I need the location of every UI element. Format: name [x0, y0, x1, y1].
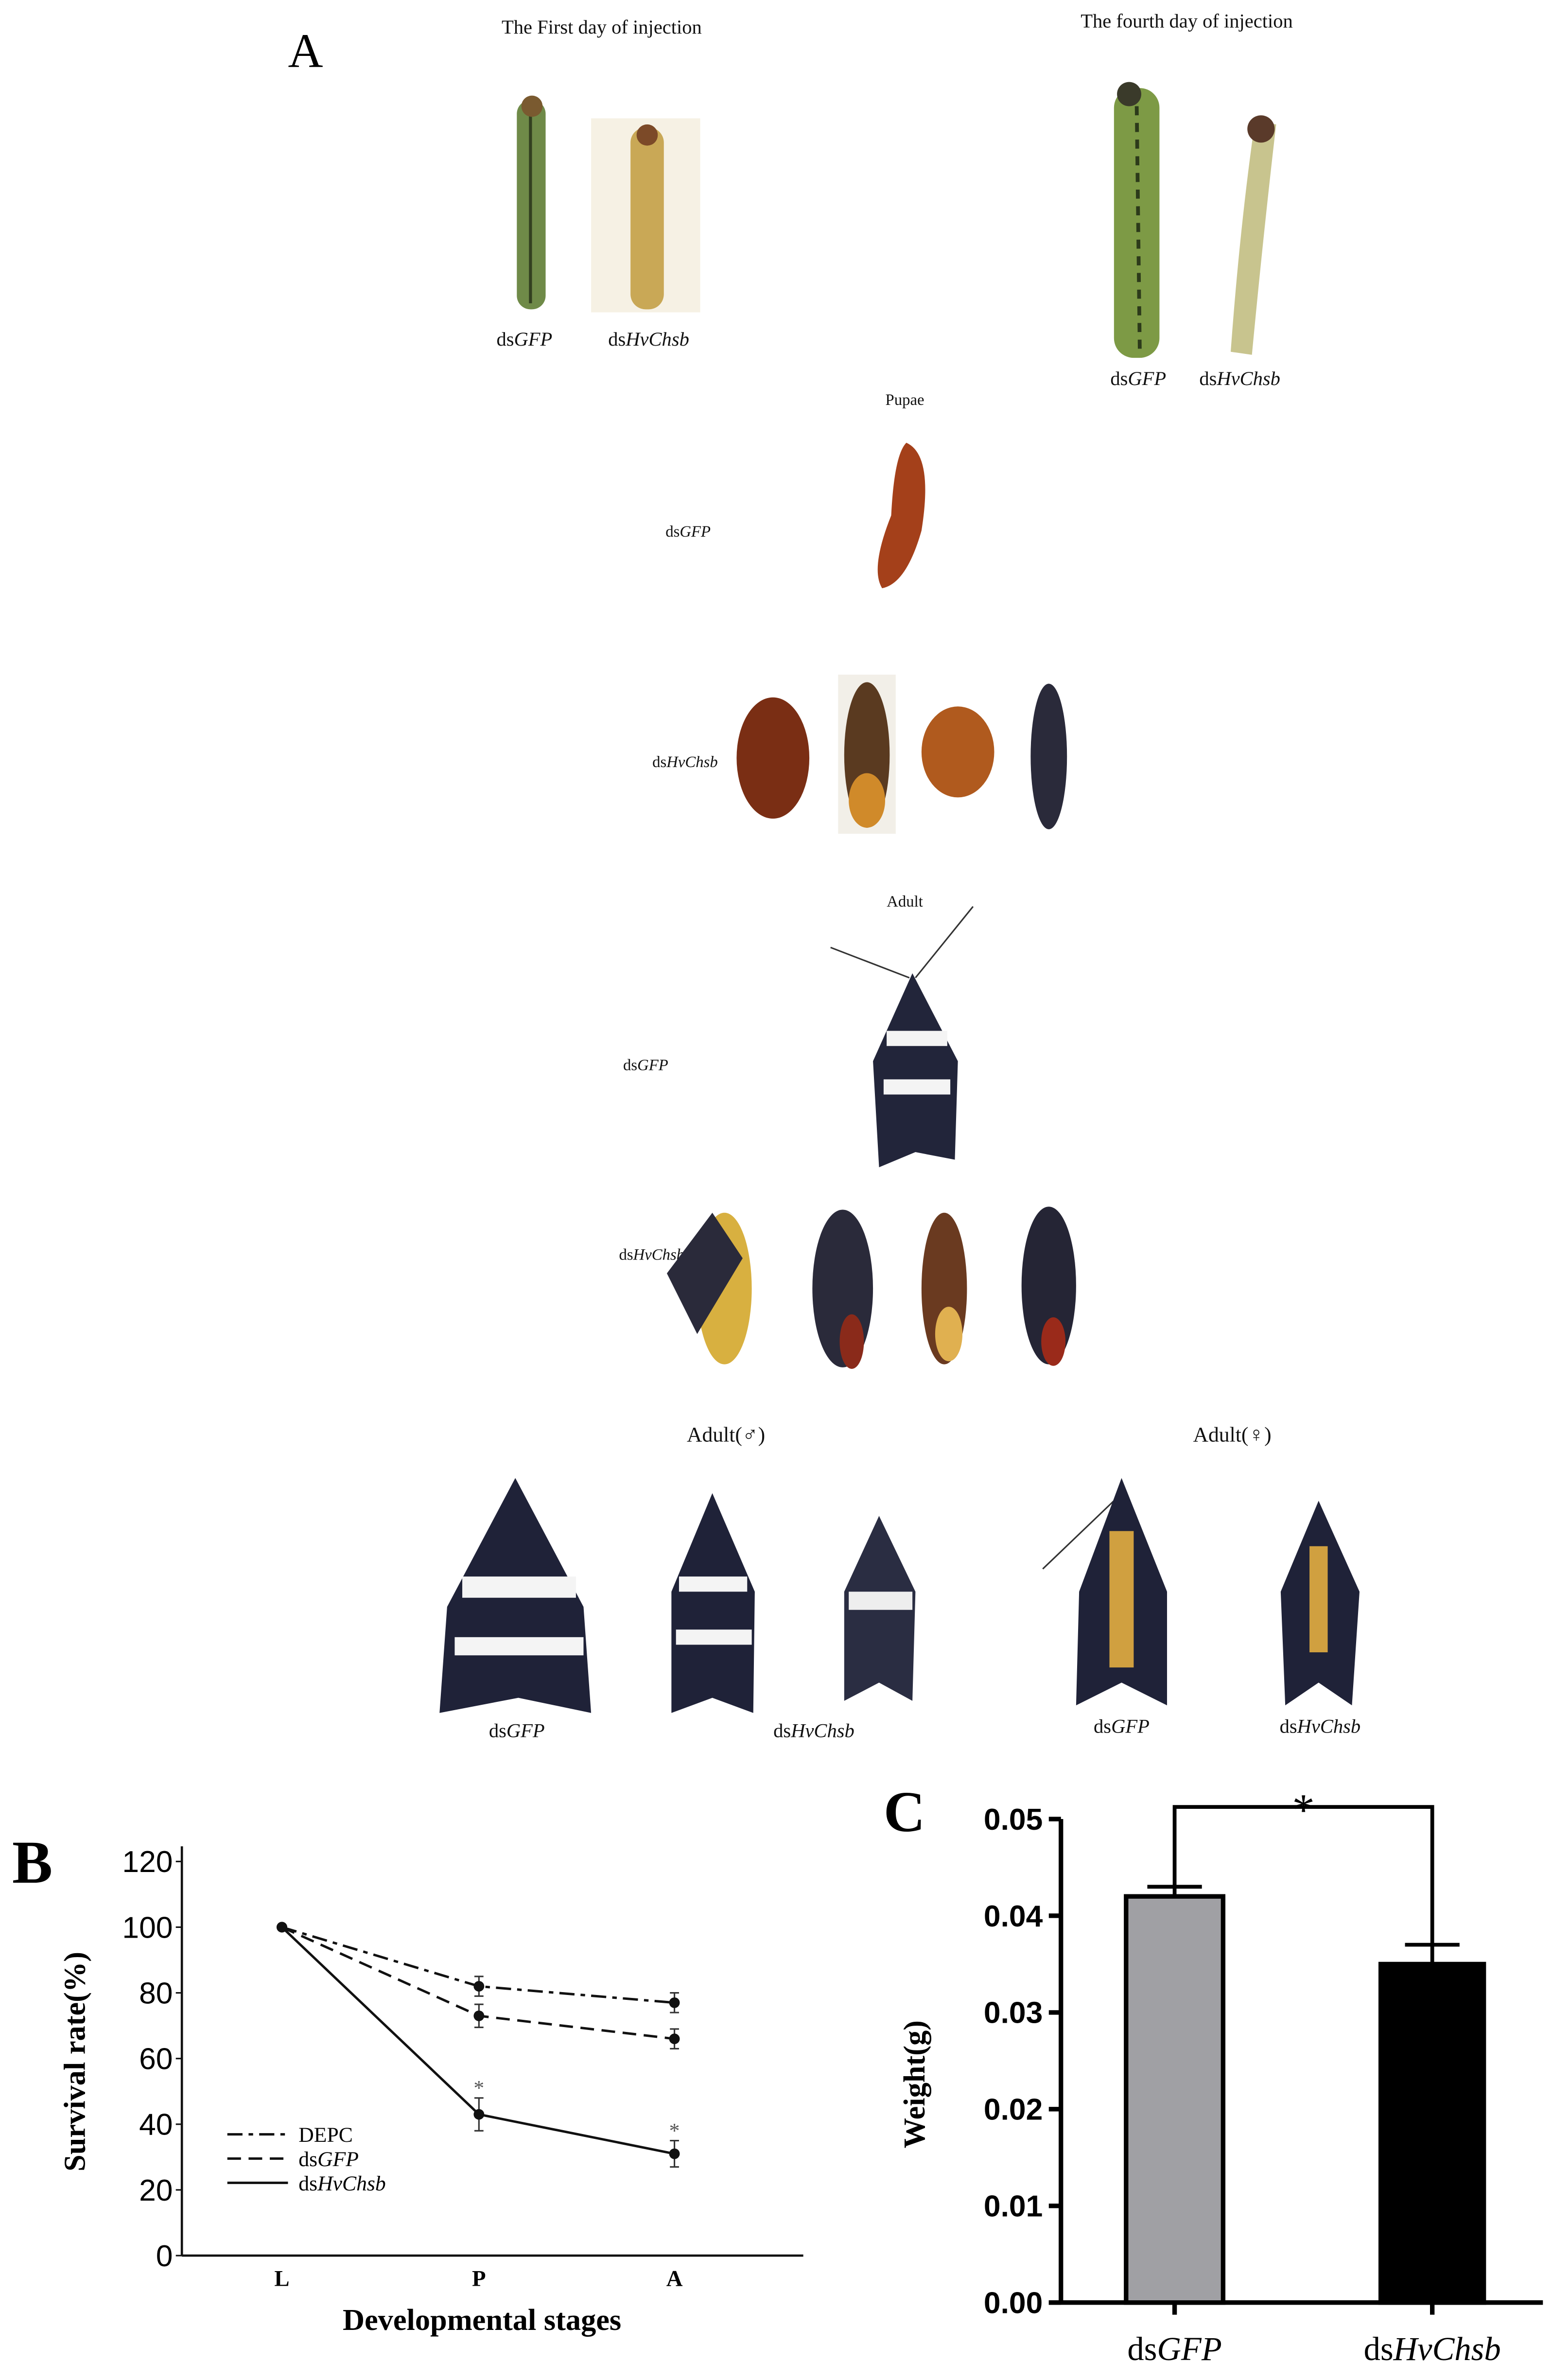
panel-b-xlabel: Developmental stages	[343, 2303, 621, 2337]
y-tick-label: 0.02	[984, 2093, 1043, 2127]
y-tick-label: 80	[139, 1977, 173, 2010]
legend-label: dsGFP	[298, 2148, 359, 2171]
pupa-abdomen	[849, 773, 886, 828]
data-point	[669, 2033, 680, 2045]
moth-dshvchsb-4	[1021, 1207, 1076, 1366]
y-tick-label: 120	[122, 1845, 173, 1879]
first-day-title: The First day of injection	[502, 16, 702, 38]
larva-stripe	[1134, 106, 1142, 349]
pupa-dsgfp	[877, 442, 925, 589]
panel-c-chart: C Weight(g) 0.00 0.01 0.02 0.03 0.04 0.05 dsGF…	[884, 1780, 1543, 2367]
larva-dshvchsb-day4	[1230, 121, 1276, 355]
significance-mark: *	[669, 2119, 680, 2142]
y-tick-label: 20	[139, 2174, 173, 2207]
panel-b-ylabel: Survival rate(%)	[58, 1952, 92, 2171]
y-tick-label: 0.04	[984, 1900, 1043, 1933]
pupae-title: Pupae	[886, 391, 924, 409]
label-male-dshvchsb: dsHvChsb	[773, 1720, 854, 1742]
label-dshvchsb-day4: dsHvChsb	[1199, 368, 1280, 389]
significance-mark: *	[473, 2077, 484, 2100]
data-point	[669, 1997, 680, 2008]
panel-c-letter: C	[884, 1780, 925, 1844]
label-dshvchsb-day1: dsHvChsb	[608, 328, 689, 350]
significance-bracket	[1172, 1805, 1434, 1945]
significance-mark: *	[1292, 1785, 1315, 1836]
larva-head	[1247, 115, 1275, 143]
moth-male-dsgfp	[439, 1478, 592, 1713]
pupa-dshvchsb-3	[921, 706, 994, 798]
moth-dsgfp	[830, 906, 974, 1168]
y-tick-label: 0	[156, 2240, 173, 2273]
moth-dshvchsb-2	[812, 1209, 873, 1369]
larva-dsgfp-day4	[1114, 88, 1160, 358]
pupa-dshvchsb-1	[736, 697, 810, 819]
label-dshvchsb-adult: dsHvChsb	[619, 1246, 685, 1263]
y-tick-label: 60	[139, 2043, 173, 2076]
x-tick-label: L	[274, 2266, 289, 2291]
data-point	[473, 2010, 485, 2021]
moth-female-dsgfp	[1042, 1478, 1167, 1706]
legend-label: DEPC	[298, 2123, 353, 2147]
label-male-dsgfp: dsGFP	[489, 1720, 545, 1742]
panel-a-letter: A	[288, 23, 323, 77]
label-dsgfp-day1: dsGFP	[496, 328, 552, 350]
pupa-dshvchsb-4	[1030, 683, 1067, 829]
label-dsgfp-pupae: dsGFP	[665, 523, 711, 541]
x-tick-label: P	[472, 2266, 486, 2291]
label-dsgfp-day4: dsGFP	[1110, 368, 1166, 389]
panel-b-letter: B	[12, 1829, 52, 1896]
larva-head	[521, 95, 543, 117]
moth-dshvchsb-3	[921, 1212, 967, 1365]
x-tick-label: dsHvChsb	[1364, 2330, 1501, 2367]
y-tick-label: 0.00	[984, 2287, 1043, 2320]
y-tick-label: 40	[139, 2108, 173, 2142]
legend-label: dsHvChsb	[298, 2172, 385, 2195]
bar-dsHvChsb	[1378, 1961, 1486, 2305]
adult-male-title: Adult(♂)	[687, 1423, 765, 1447]
label-dshvchsb-pupae: dsHvChsb	[652, 753, 718, 771]
moth-male-dshvchsb-2	[844, 1516, 916, 1701]
y-tick-label: 100	[122, 1911, 173, 1944]
moth-female-dshvchsb	[1280, 1501, 1360, 1706]
fourth-day-title: The fourth day of injection	[1081, 10, 1293, 32]
data-point	[473, 2109, 485, 2120]
label-female-dsgfp: dsGFP	[1094, 1715, 1150, 1737]
larva-head	[636, 124, 658, 146]
panel-b-chart: B Survival rate(%) Developmental stages …	[12, 1829, 803, 2337]
panel-c-ylabel: Weight(g)	[898, 2020, 931, 2148]
data-point	[473, 1981, 485, 1992]
label-dsgfp-adult: dsGFP	[623, 1057, 668, 1074]
data-point	[669, 2148, 680, 2159]
larva-dshvchsb-day1	[630, 127, 664, 310]
x-tick-label: A	[666, 2266, 683, 2291]
data-point	[277, 1922, 287, 1933]
bar-dsGFP	[1124, 1894, 1226, 2305]
y-tick-label: 0.05	[984, 1803, 1043, 1837]
panel-a: A The First day of injection The fourth …	[288, 10, 1360, 1741]
moth-male-dshvchsb-1	[671, 1493, 755, 1713]
adult-female-title: Adult(♀)	[1193, 1423, 1271, 1447]
moth-dshvchsb-1	[666, 1212, 752, 1365]
larva-head	[1117, 82, 1141, 106]
label-female-dshvchsb: dsHvChsb	[1280, 1715, 1361, 1737]
x-tick-label: dsGFP	[1127, 2330, 1221, 2367]
y-tick-label: 0.01	[984, 2190, 1043, 2223]
adult-title: Adult	[887, 893, 923, 910]
y-tick-label: 0.03	[984, 1996, 1043, 2030]
